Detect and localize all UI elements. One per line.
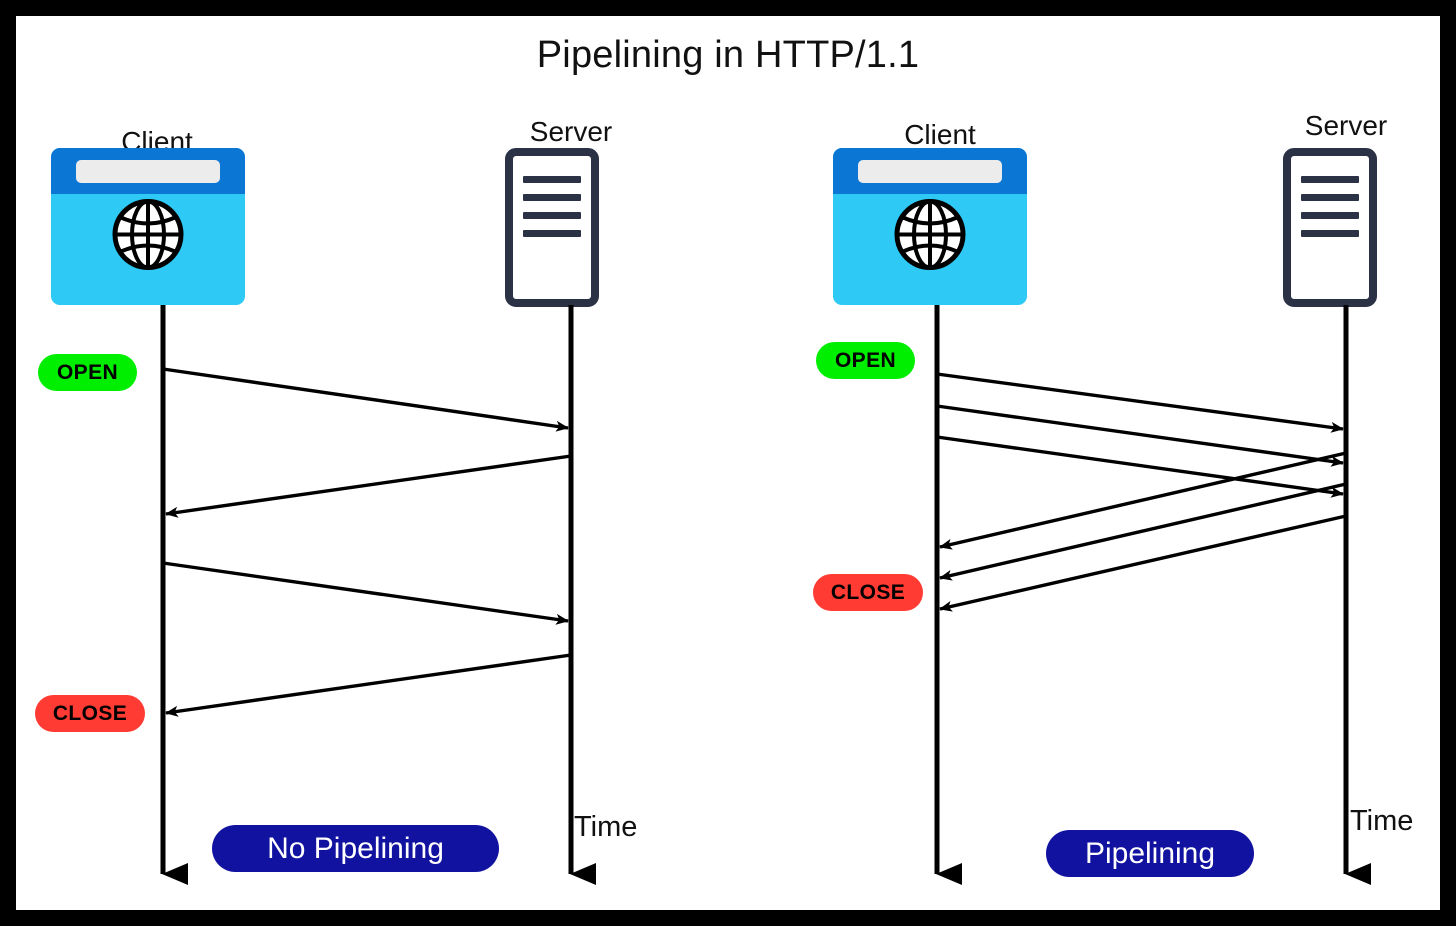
message-arrow-request-3-pipelining [936,435,1344,498]
state-badge-close-left: CLOSE [35,695,145,732]
server-slot [523,176,581,183]
message-arrow-request-1-no-pipelining [162,367,569,432]
server-slot [1301,212,1359,219]
state-badge-open-right: OPEN [816,342,915,379]
diagram-canvas: Pipelining in HTTP/1.1 Client Server [16,16,1440,910]
page-title: Pipelining in HTTP/1.1 [536,34,920,76]
time-label-right: Time [1350,805,1414,837]
message-arrow-request-2-pipelining [936,404,1344,467]
server-slot [1301,194,1359,201]
state-badge-close-right: CLOSE [813,574,923,611]
client-label-right: Client [904,119,976,150]
message-arrow-response-4-pipelining [939,451,1347,550]
time-label-left: Time [574,811,638,843]
server-slot [1301,230,1359,237]
server-label-left: Server [529,116,613,147]
message-arrow-request-1-pipelining [936,372,1344,433]
server-slot [523,212,581,219]
client-browser-icon-right [833,148,1027,305]
message-arrow-request-3-no-pipelining [162,561,569,625]
mode-badge-no-pipelining: No Pipelining [212,825,499,872]
message-arrow-response-2-no-pipelining [165,454,572,518]
server-slot [1301,176,1359,183]
client-browser-icon-left [51,148,245,305]
server-slot [523,230,581,237]
browser-url-bar [76,159,220,183]
message-arrow-response-6-pipelining [939,514,1347,612]
server-rack-icon-right [1283,148,1377,307]
state-badge-open-left: OPEN [38,354,137,391]
mode-badge-pipelining: Pipelining [1046,830,1254,877]
server-slot [523,194,581,201]
browser-url-bar [858,159,1002,183]
server-label-right: Server [1304,110,1388,141]
server-rack-icon-left [505,148,599,307]
message-arrow-response-4-no-pipelining [165,653,572,717]
globe-icon [110,197,186,278]
message-arrow-response-5-pipelining [939,482,1347,581]
globe-icon [892,197,968,278]
